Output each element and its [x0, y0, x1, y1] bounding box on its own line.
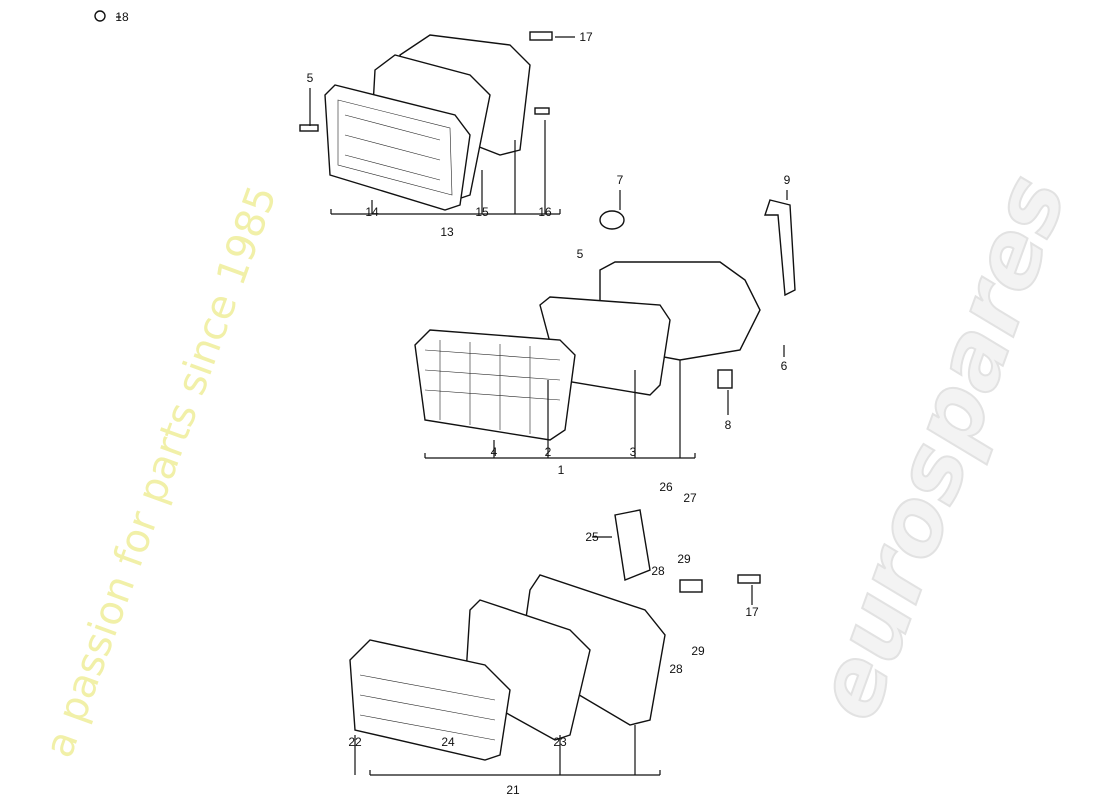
label-16[interactable]: 16 — [538, 205, 552, 219]
lens-14 — [324, 84, 471, 211]
gasket-8 — [717, 369, 733, 389]
label-15[interactable]: 15 — [475, 205, 489, 219]
label-23[interactable]: 23 — [553, 735, 567, 749]
label-21[interactable]: 21 — [506, 783, 520, 797]
connector — [679, 579, 703, 593]
label-1[interactable]: 1 — [558, 463, 565, 477]
label-26[interactable]: 26 — [659, 480, 673, 494]
bottom-lamp-assembly — [349, 509, 761, 776]
screw-5 — [299, 124, 319, 132]
screw-16 — [534, 107, 550, 115]
part-number-labels: 18 17 5 14 15 16 13 7 9 5 6 8 4 2 3 1 26… — [115, 10, 790, 797]
label-28-upper[interactable]: 28 — [651, 564, 665, 578]
label-25[interactable]: 25 — [585, 530, 599, 544]
hose-9 — [764, 199, 796, 297]
label-9[interactable]: 9 — [784, 173, 791, 187]
label-29-upper[interactable]: 29 — [677, 552, 691, 566]
label-24[interactable]: 24 — [441, 735, 455, 749]
label-3[interactable]: 3 — [630, 445, 637, 459]
label-27[interactable]: 27 — [683, 491, 697, 505]
label-17-bottom[interactable]: 17 — [745, 605, 759, 619]
label-6[interactable]: 6 — [781, 359, 788, 373]
lens-2 — [414, 329, 576, 441]
bulb-17 — [529, 31, 553, 41]
top-lamp-assembly — [94, 10, 575, 215]
bulb-18 — [94, 10, 106, 22]
bulb-17-bottom — [737, 574, 761, 584]
watermark-brand: eurospares — [794, 162, 1087, 733]
middle-lamp-assembly — [414, 190, 796, 459]
label-7[interactable]: 7 — [617, 173, 624, 187]
label-22[interactable]: 22 — [348, 735, 362, 749]
bulb-7 — [599, 210, 625, 230]
label-28-lower[interactable]: 28 — [669, 662, 683, 676]
bracket-25 — [614, 509, 651, 581]
label-29-lower[interactable]: 29 — [691, 644, 705, 658]
label-4[interactable]: 4 — [491, 445, 498, 459]
lens-22 — [349, 639, 511, 761]
label-18[interactable]: 18 — [115, 10, 129, 24]
label-5-top[interactable]: 5 — [307, 71, 314, 85]
label-14[interactable]: 14 — [365, 205, 379, 219]
label-13[interactable]: 13 — [440, 225, 454, 239]
label-8[interactable]: 8 — [725, 418, 732, 432]
label-2[interactable]: 2 — [545, 445, 552, 459]
label-17-top[interactable]: 17 — [579, 30, 593, 44]
watermark-tagline: a passion for parts since 1985 — [36, 180, 286, 763]
label-5-middle[interactable]: 5 — [577, 247, 584, 261]
